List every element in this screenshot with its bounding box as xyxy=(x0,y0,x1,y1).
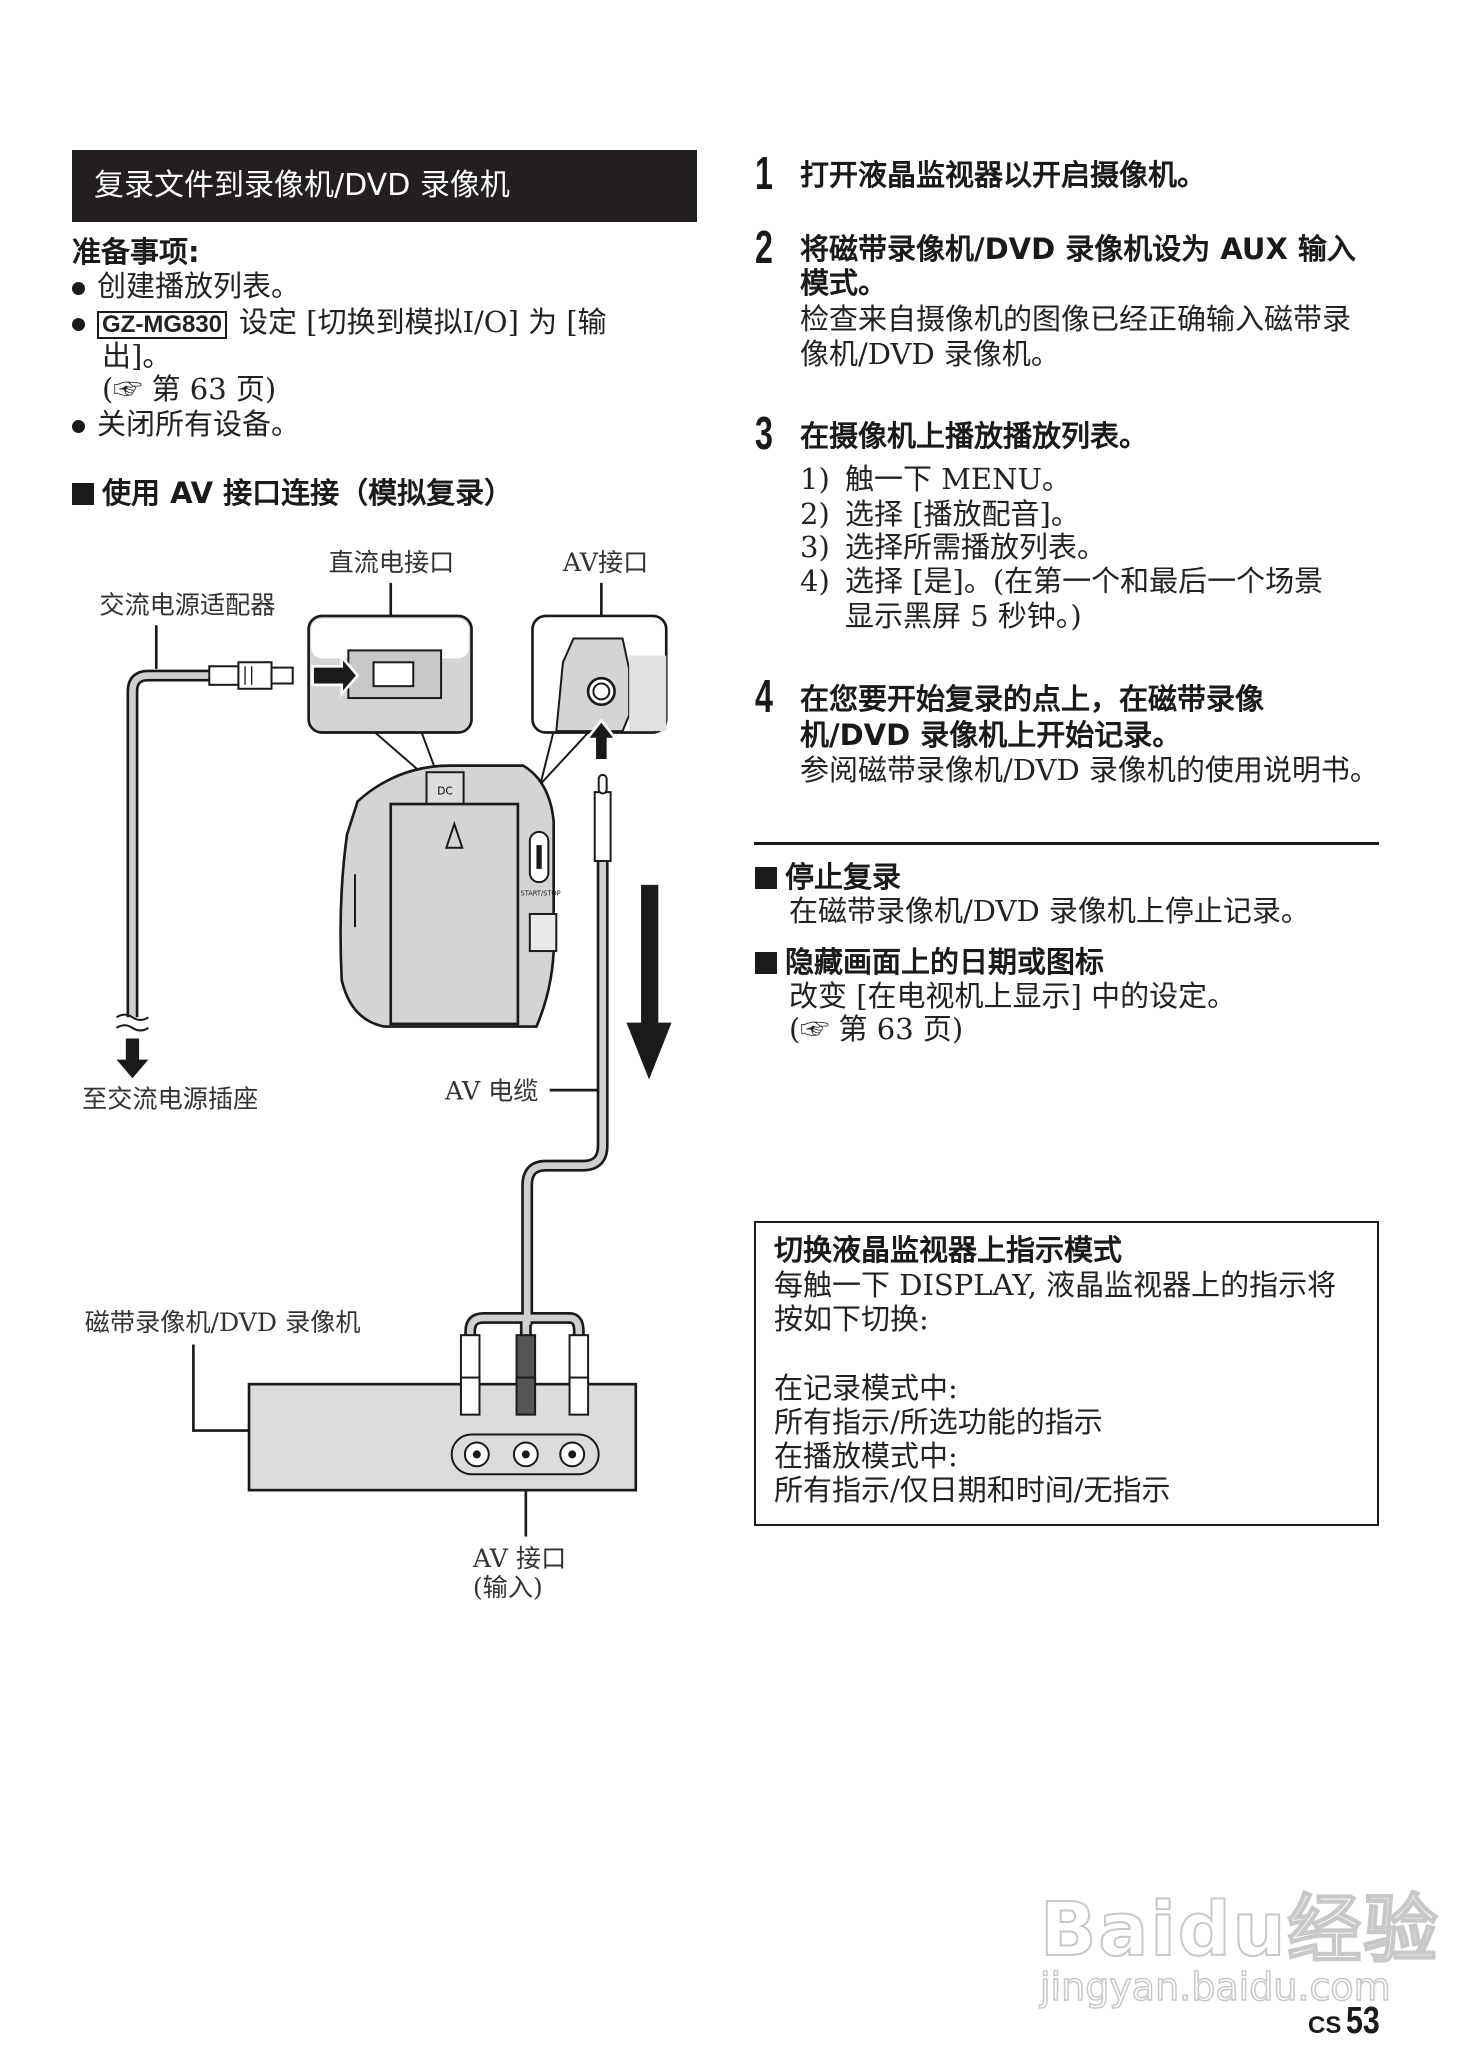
tip-title: 隐藏画面上的日期或图标 xyxy=(785,945,1105,979)
substep-num: 2) xyxy=(800,497,830,531)
ac-adapter-label: 交流电源适配器 xyxy=(99,590,275,619)
substep-num: 1) xyxy=(800,462,830,496)
dc-mark: DC xyxy=(437,786,453,798)
step-text: 在摄像机上播放播放列表。 xyxy=(800,419,1149,453)
prep-item: GZ-MG830 设定 [切换到模拟I/O] 为 [输 xyxy=(72,305,607,339)
language-code: CS xyxy=(1308,2012,1342,2039)
av-jack-label: AV接口 xyxy=(562,548,648,577)
step-note: 参阅磁带录像机/DVD 录像机的使用说明书。 xyxy=(800,753,1379,787)
watermark-logo: Baidu经验 xyxy=(1039,1886,1440,1974)
step-note: 像机/DVD 录像机。 xyxy=(800,337,1060,371)
outlet-label: 至交流电源插座 xyxy=(82,1084,258,1113)
info-box xyxy=(754,1221,1379,1526)
info-box-line: 所有指示/所选功能的指示 xyxy=(774,1405,1103,1439)
square-bullet-icon xyxy=(755,867,777,889)
info-box-line: 每触一下 DISPLAY, 液晶监视器上的指示将 xyxy=(774,1268,1337,1302)
prep-item: 关闭所有设备。 xyxy=(72,407,300,441)
substep-text: 触一下 MENU。 xyxy=(845,462,1071,496)
arrow-down-icon xyxy=(116,1038,149,1079)
prep-item-text: 创建播放列表。 xyxy=(97,269,301,303)
tip-text: 在磁带录像机/DVD 录像机上停止记录。 xyxy=(789,894,1310,928)
section-title: 复录文件到录像机/DVD 录像机 xyxy=(94,168,510,203)
substep-num: 3) xyxy=(800,530,830,564)
av-cable xyxy=(459,773,612,1410)
step-number: 3 xyxy=(755,407,773,459)
av-input-label-2: (输入) xyxy=(473,1573,543,1602)
subsection-text: 使用 AV 接口连接（模拟复录） xyxy=(102,476,514,510)
square-bullet-icon xyxy=(755,952,777,974)
big-arrow-down-icon xyxy=(626,884,672,1080)
model-badge: GZ-MG830 xyxy=(97,311,228,339)
bullet-icon xyxy=(72,281,85,295)
arrow-right-icon xyxy=(311,653,360,698)
info-box-line: 在记录模式中: xyxy=(774,1371,958,1405)
arrow-up-icon xyxy=(584,718,619,762)
dc-jack-label: 直流电接口 xyxy=(328,548,454,577)
bullet-icon xyxy=(72,419,85,433)
preparation-heading: 准备事项: xyxy=(72,235,200,269)
step-number: 2 xyxy=(755,221,773,273)
substep-text: 选择所需播放列表。 xyxy=(845,530,1107,564)
page-reference: (☞ 第 63 页) xyxy=(102,372,277,406)
step-text: 打开液晶监视器以开启摄像机。 xyxy=(800,158,1207,192)
step-number: 1 xyxy=(755,147,773,199)
camcorder: DC START/STOP xyxy=(339,764,561,1028)
av-jack-inset xyxy=(531,614,668,785)
prep-item-cont: 出]。 xyxy=(102,339,172,373)
step-number: 4 xyxy=(755,670,773,722)
step-text: 在您要开始复录的点上，在磁带录像 xyxy=(800,682,1265,716)
tip-heading: 隐藏画面上的日期或图标 xyxy=(755,945,1104,979)
substep-text: 显示黑屏 5 秒钟。) xyxy=(845,599,1082,633)
dc-jack-inset xyxy=(307,614,473,793)
info-box-title: 切换液晶监视器上指示模式 xyxy=(774,1233,1123,1267)
substep-text: 选择 [是]。(在第一个和最后一个场景 xyxy=(845,564,1324,598)
tip-text: 改变 [在电视机上显示] 中的设定。 xyxy=(789,979,1237,1013)
prep-item: 创建播放列表。 xyxy=(72,269,300,303)
av-cable-label: AV 电缆 xyxy=(444,1076,538,1105)
substep-num: 4) xyxy=(800,564,830,598)
ac-adapter-cord xyxy=(116,661,294,1032)
square-bullet-icon xyxy=(72,483,94,505)
prep-item-text: 设定 [切换到模拟I/O] 为 [输 xyxy=(239,305,607,339)
vcr-device xyxy=(247,1376,638,1492)
substep-text: 选择 [播放配音]。 xyxy=(845,497,1080,531)
info-box-line: 所有指示/仅日期和时间/无指示 xyxy=(774,1473,1171,1507)
watermark-url: jingyan.baidu.com xyxy=(1039,1964,1391,2010)
page-footer: CS 53 xyxy=(1308,2000,1388,2043)
page-reference: (☞ 第 63 页) xyxy=(789,1012,964,1046)
bullet-icon xyxy=(72,317,85,331)
subsection-heading: 使用 AV 接口连接（模拟复录） xyxy=(72,476,513,510)
info-box-line: 在播放模式中: xyxy=(774,1439,958,1473)
vcr-label: 磁带录像机/DVD 录像机 xyxy=(85,1308,361,1337)
tip-heading: 停止复录 xyxy=(755,860,901,894)
prep-item-text: 关闭所有设备。 xyxy=(97,407,301,441)
step-text: 将磁带录像机/DVD 录像机设为 AUX 输入 xyxy=(800,232,1356,266)
tip-title: 停止复录 xyxy=(785,860,902,894)
step-text: 机/DVD 录像机上开始记录。 xyxy=(800,718,1182,752)
av-input-label: AV 接口 xyxy=(472,1544,566,1573)
step-text: 模式。 xyxy=(800,266,888,300)
start-stop-label: START/STOP xyxy=(521,889,561,897)
section-header: 复录文件到录像机/DVD 录像机 xyxy=(72,150,697,222)
divider xyxy=(754,842,1379,845)
page-number: 53 xyxy=(1345,2000,1380,2042)
info-box-line: 按如下切换: xyxy=(774,1302,929,1336)
step-note: 检查来自摄像机的图像已经正确输入磁带录 xyxy=(800,302,1352,336)
